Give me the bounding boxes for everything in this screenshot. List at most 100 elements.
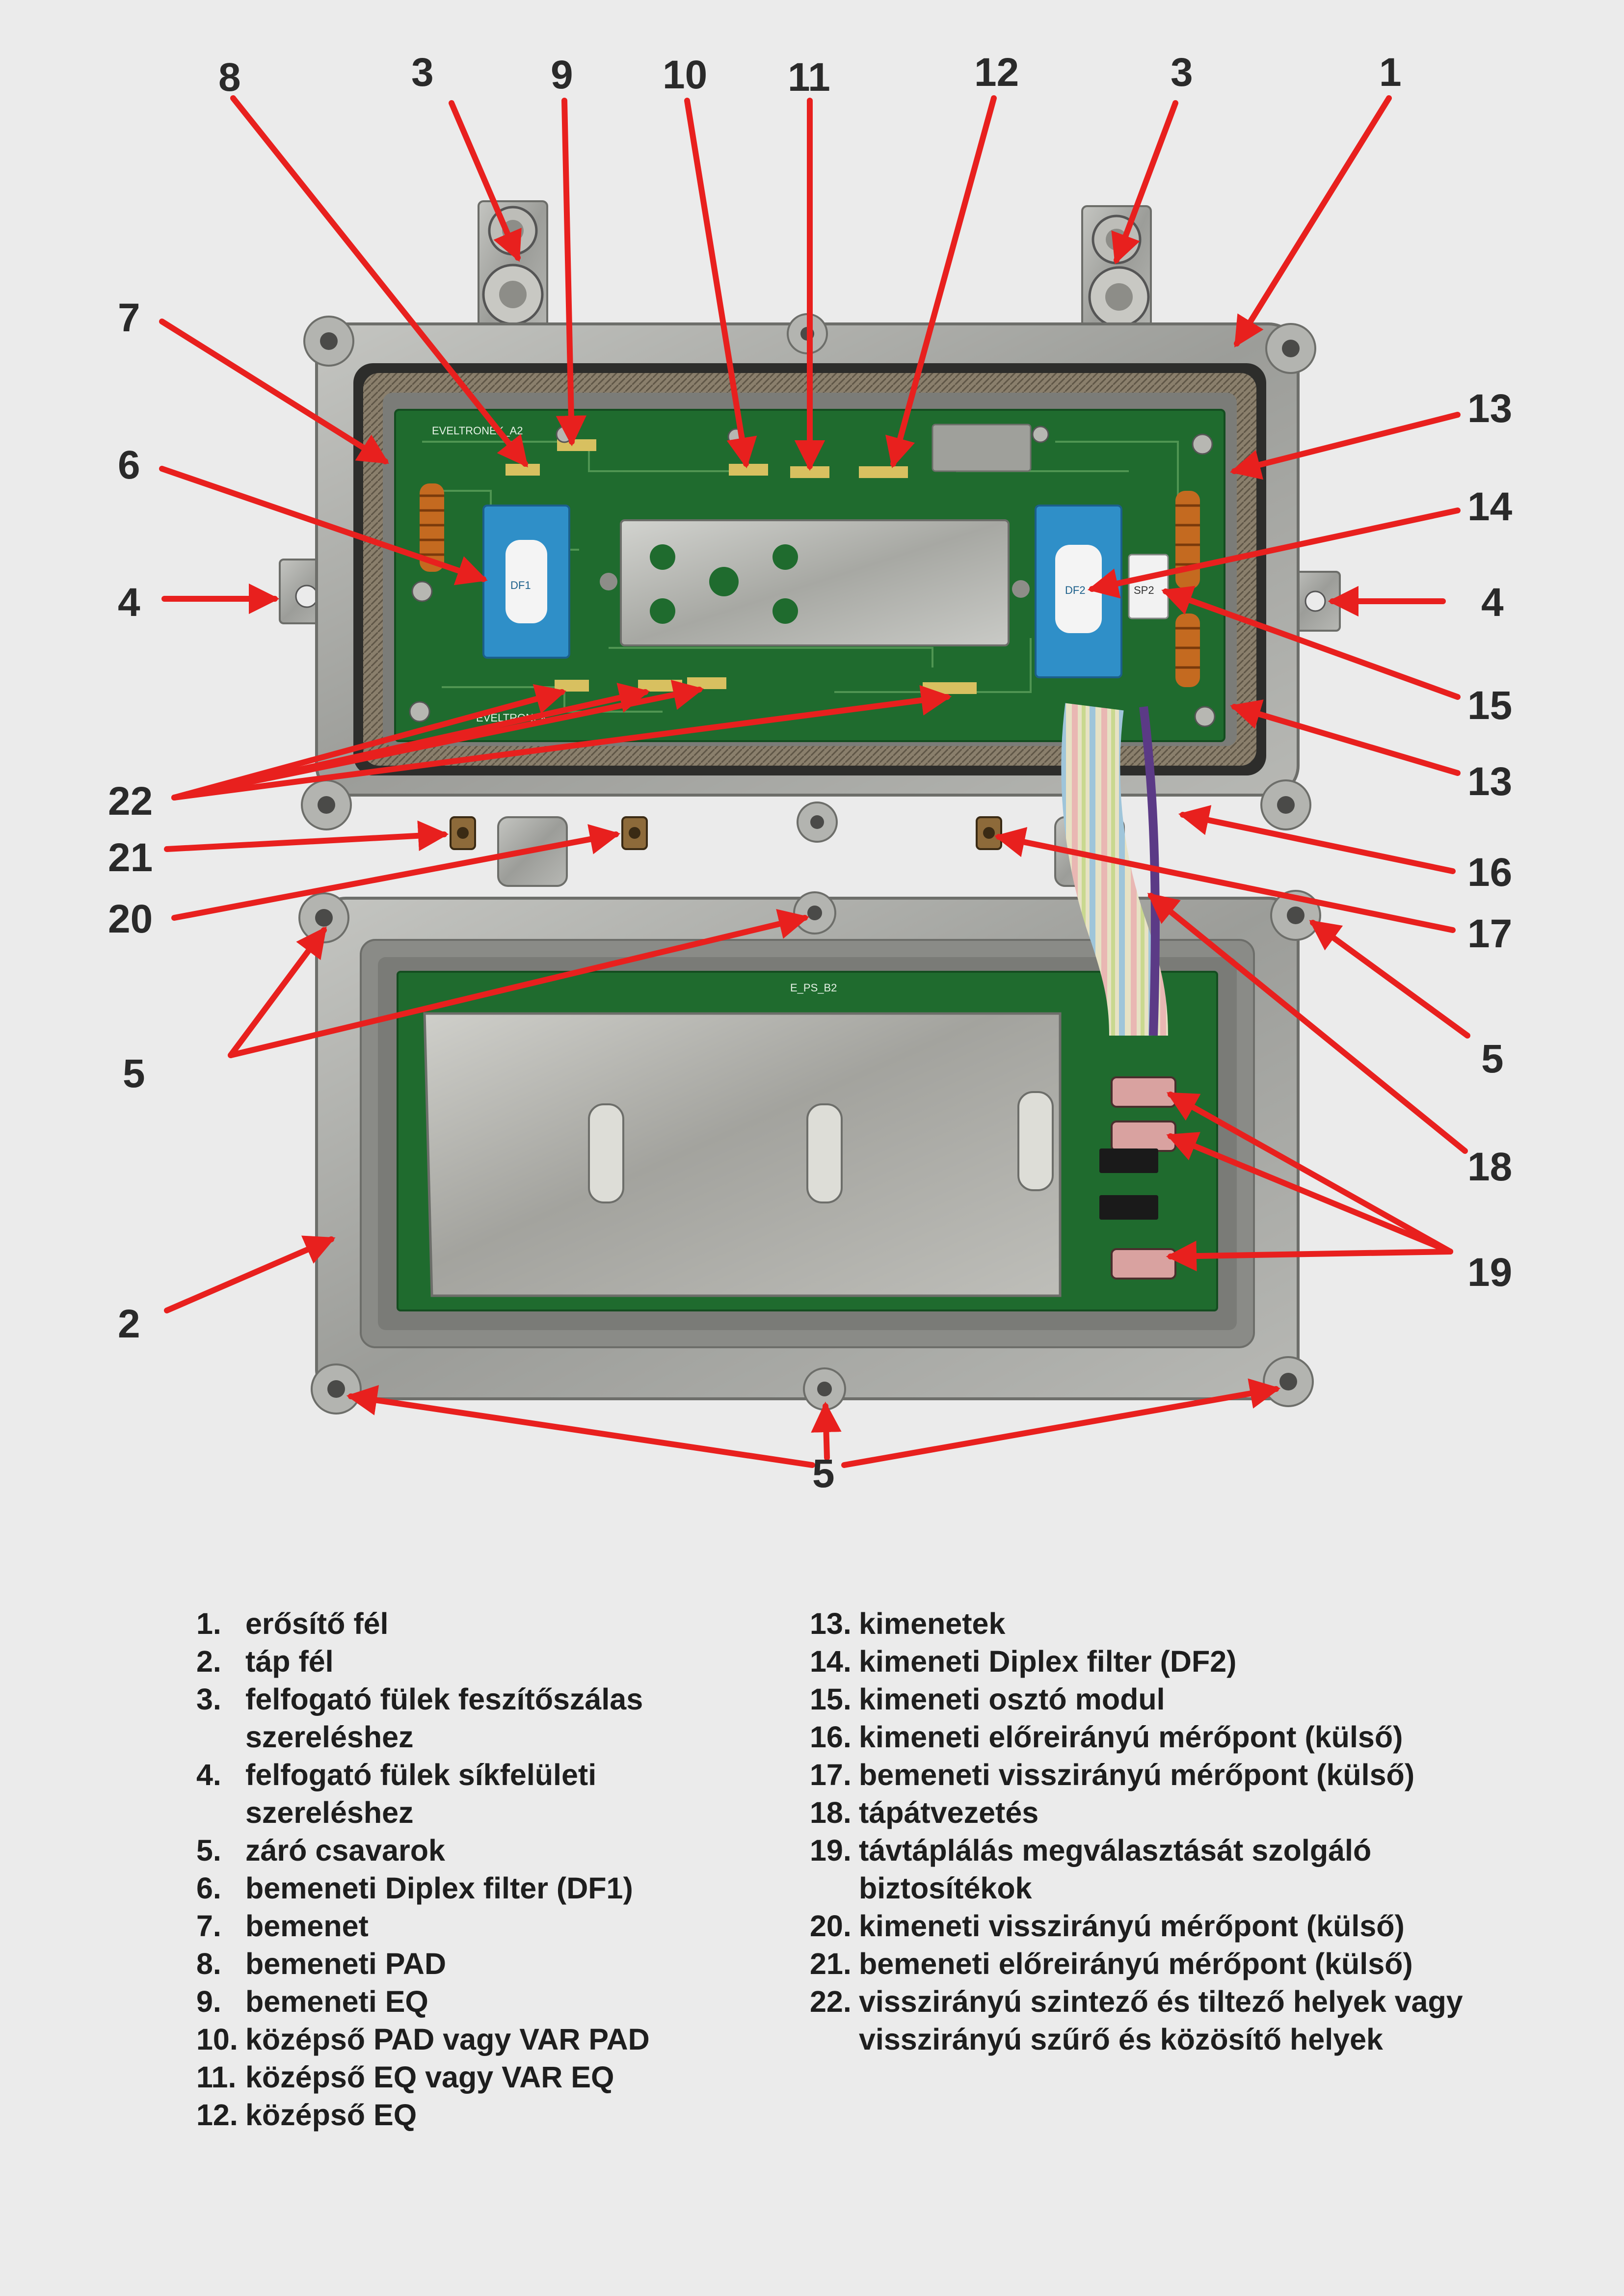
- legend-item-text: erősítő fél: [245, 1607, 389, 1640]
- legend-item: 18.tápátvezetés: [810, 1794, 1521, 1832]
- legend-item-text: kimeneti Diplex filter (DF2): [859, 1645, 1237, 1678]
- legend-item-text: bemeneti Diplex filter (DF1): [245, 1871, 633, 1905]
- legend-item-number: 1.: [196, 1607, 221, 1640]
- legend-item-number: 20.: [810, 1909, 852, 1943]
- legend-item-text: középső PAD vagy VAR PAD: [245, 2023, 650, 2056]
- callout-5-left: 5: [123, 1051, 145, 1096]
- legend-item-number: 12.: [196, 2098, 238, 2132]
- callout-6: 6: [118, 443, 140, 487]
- legend-item-text: bemeneti előreirányú mérőpont (külső): [859, 1947, 1413, 1980]
- legend-item: 13.kimenetek: [810, 1605, 1521, 1643]
- legend-item-text: bemeneti EQ: [245, 1985, 428, 2018]
- callout-18: 18: [1467, 1145, 1512, 1189]
- callout-10: 10: [663, 53, 707, 97]
- callout-16: 16: [1467, 850, 1512, 895]
- legend-item-text: bemenet: [245, 1909, 369, 1943]
- legend-item-text: visszirányú szintező és tiltező helyek v…: [859, 1985, 1463, 2056]
- callout-3-left: 3: [411, 50, 434, 95]
- legend-item-number: 2.: [196, 1645, 221, 1678]
- test-point-21: [450, 816, 476, 850]
- callout-13-bottom: 13: [1467, 759, 1512, 804]
- legend-item: 10.középső PAD vagy VAR PAD: [196, 2021, 761, 2058]
- callout-9: 9: [551, 53, 573, 97]
- callout-12: 12: [974, 50, 1019, 95]
- legend-item: 16.kimeneti előreirányú mérőpont (külső): [810, 1718, 1521, 1756]
- legend-item-number: 17.: [810, 1758, 852, 1791]
- legend-item: 15.kimeneti osztó modul: [810, 1681, 1521, 1718]
- callout-4-right: 4: [1481, 580, 1504, 625]
- diplex-filter-df2: DF2: [1035, 505, 1122, 678]
- legend-item-number: 3.: [196, 1682, 221, 1716]
- legend-item: 14.kimeneti Diplex filter (DF2): [810, 1643, 1521, 1681]
- sp2-label: SP2: [1134, 584, 1154, 596]
- power-shield: [423, 1012, 1062, 1297]
- legend-item-number: 22.: [810, 1985, 852, 2018]
- callout-21: 21: [108, 835, 153, 880]
- legend-item-number: 13.: [810, 1607, 852, 1640]
- callout-5-bottom: 5: [812, 1451, 835, 1496]
- callout-numbers: 1 2 3 3 4 4 5 5 5 6 7 8 9 10 11 12 13 13…: [108, 50, 1513, 1496]
- callout-3-right: 3: [1171, 50, 1193, 95]
- amplifier-diagram: EVELTRONEK_A2 EVELTRONEK DF1 DF2 SP2: [108, 50, 1513, 1496]
- diplex-filter-df1: DF1: [482, 505, 570, 659]
- test-point-17: [976, 816, 1002, 850]
- legend-item: 3. felfogató fülek feszítőszálas szerelés…: [196, 1681, 761, 1756]
- hybrid-shield: [600, 519, 1030, 646]
- legend-item-text: kimenetek: [859, 1607, 1006, 1640]
- legend-item: 19.távtáplálás megválasztását szolgáló b…: [810, 1832, 1521, 1907]
- legend-item-number: 6.: [196, 1871, 221, 1905]
- top-board-label: EVELTRONEK_A2: [432, 425, 523, 437]
- bottom-board-label: E_PS_B2: [790, 982, 837, 994]
- legend-item-text: záró csavarok: [245, 1834, 445, 1867]
- callout-14: 14: [1467, 484, 1513, 529]
- legend-item: 17.bemeneti visszirányú mérőpont (külső): [810, 1756, 1521, 1794]
- legend-item-number: 9.: [196, 1985, 221, 2018]
- callout-5-right: 5: [1481, 1037, 1504, 1081]
- legend-item-text: távtáplálás megválasztását szolgáló bizt…: [859, 1834, 1372, 1905]
- legend-item-number: 4.: [196, 1758, 221, 1791]
- legend-item: 1. erősítő fél: [196, 1605, 761, 1643]
- legend-item-number: 21.: [810, 1947, 852, 1980]
- legend-item-text: kimeneti előreirányú mérőpont (külső): [859, 1720, 1403, 1754]
- callout-arrows: [159, 95, 1470, 1468]
- legend-item-number: 8.: [196, 1947, 221, 1980]
- df2-label: DF2: [1065, 584, 1086, 596]
- legend-item: 20.kimeneti visszirányú mérőpont (külső): [810, 1907, 1521, 1945]
- legend-item-number: 5.: [196, 1834, 221, 1867]
- coil-left: [420, 483, 444, 572]
- legend-item-number: 16.: [810, 1720, 852, 1754]
- callout-15: 15: [1467, 683, 1512, 728]
- legend-item: 21.bemeneti előreirányú mérőpont (külső): [810, 1945, 1521, 1983]
- legend-item-text: kimeneti visszirányú mérőpont (külső): [859, 1909, 1405, 1943]
- legend-item-text: felfogató fülek feszítőszálas szereléshe…: [245, 1682, 643, 1754]
- legend-item-number: 7.: [196, 1909, 221, 1943]
- callout-22: 22: [108, 779, 153, 824]
- callout-1: 1: [1379, 50, 1402, 95]
- legend-item-text: bemeneti visszirányú mérőpont (külső): [859, 1758, 1415, 1791]
- callout-20: 20: [108, 897, 153, 941]
- legend-item-text: középső EQ vagy VAR EQ: [245, 2060, 614, 2094]
- legend-item-number: 11.: [196, 2060, 237, 2094]
- callout-17: 17: [1467, 911, 1512, 956]
- callout-7: 7: [118, 295, 140, 340]
- legend-item-number: 19.: [810, 1834, 852, 1867]
- legend-item: 12.középső EQ: [196, 2096, 761, 2134]
- legend-item-text: felfogató fülek síkfelületi szereléshez: [245, 1758, 597, 1829]
- legend-item: 7. bemenet: [196, 1907, 761, 1945]
- legend-item-number: 15.: [810, 1682, 852, 1716]
- legend-item-number: 18.: [810, 1796, 852, 1829]
- legend-item-text: bemeneti PAD: [245, 1947, 447, 1980]
- legend-item: 4. felfogató fülek síkfelületi szereléshe…: [196, 1756, 761, 1832]
- mounting-ear-left-cable: [478, 200, 548, 345]
- fuse-holders: [1099, 1076, 1176, 1280]
- legend-item-text: középső EQ: [245, 2098, 417, 2132]
- splitter-module-sp2: SP2: [1128, 554, 1169, 619]
- power-housing: E_PS_B2: [298, 703, 1321, 1415]
- legend-item-number: 14.: [810, 1645, 852, 1678]
- callout-13-top: 13: [1467, 386, 1512, 431]
- power-ribbon-cable: [1061, 703, 1168, 1036]
- legend-item: 2.táp fél: [196, 1643, 761, 1681]
- legend-item-number: 10.: [196, 2023, 238, 2056]
